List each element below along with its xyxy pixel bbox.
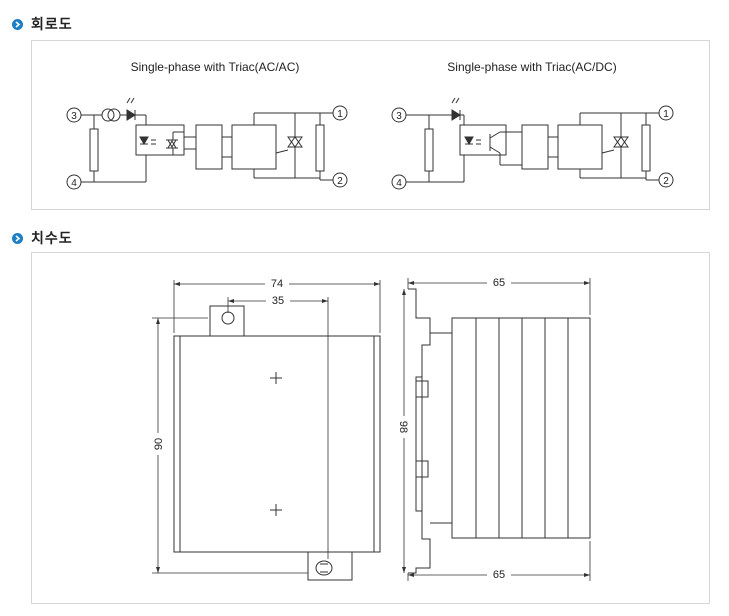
dimension-section-title: 치수도 <box>31 231 73 247</box>
dim-side-width-bottom: 65 <box>493 569 505 581</box>
circuit-left-title: Single-phase with Triac(AC/AC) <box>131 60 300 74</box>
terminal-3-label: 3 <box>71 111 77 122</box>
terminal-2-label: 2 <box>663 176 669 187</box>
dimension-section-header: 치수도 <box>12 229 73 247</box>
circuit-diagram-panel: Single-phase with Triac(AC/AC) Single-ph… <box>31 40 710 210</box>
dim-front-height: 90 <box>153 438 165 450</box>
side-dimension-lines <box>403 278 591 581</box>
circuit-right <box>391 97 674 190</box>
terminal-2-label: 2 <box>337 176 343 187</box>
circuit-left <box>66 97 348 190</box>
circuit-right-title: Single-phase with Triac(AC/DC) <box>447 60 616 74</box>
chevron-right-icon <box>12 18 23 30</box>
dimension-drawing-panel: 74 35 90 65 65 98 <box>31 252 710 604</box>
dimension-drawing: 74 35 90 65 65 98 <box>151 276 591 581</box>
terminal-4-label: 4 <box>71 178 77 189</box>
circuit-section-title: 회로도 <box>31 17 73 33</box>
terminal-3-label: 3 <box>396 111 402 122</box>
dim-hole-spacing: 35 <box>272 295 284 307</box>
dim-side-height: 98 <box>397 421 409 433</box>
dim-front-width: 74 <box>271 278 283 290</box>
dim-side-width-top: 65 <box>493 277 505 289</box>
front-dimension-lines <box>152 280 381 574</box>
side-view <box>408 288 591 574</box>
terminal-1-label: 1 <box>337 109 343 120</box>
terminal-1-label: 1 <box>663 109 669 120</box>
chevron-right-icon <box>12 232 23 244</box>
front-view <box>173 305 381 581</box>
terminal-4-label: 4 <box>396 178 402 189</box>
circuit-diagram: Single-phase with Triac(AC/AC) Single-ph… <box>66 60 674 190</box>
circuit-section-header: 회로도 <box>12 15 73 33</box>
